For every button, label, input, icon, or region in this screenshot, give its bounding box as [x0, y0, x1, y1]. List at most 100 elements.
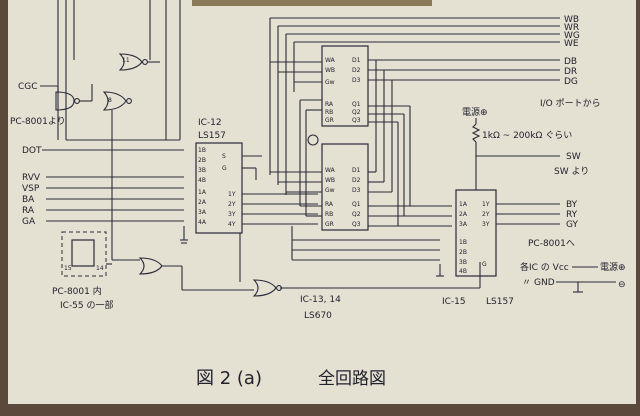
svg-text:1B: 1B: [459, 239, 467, 246]
svg-text:S: S: [222, 153, 226, 160]
or-gate-1: [102, 91, 127, 111]
wg-label: WG: [564, 31, 580, 41]
ic-55-ff-box: [71, 239, 95, 267]
pc-to-label: PC-8001へ: [528, 239, 575, 249]
io-port-label: I/O ポートから: [540, 98, 601, 109]
svg-text:3Y: 3Y: [228, 211, 236, 218]
resistor-sw-group: 電源⊕ 1kΩ ~ 200kΩ ぐらい SW SW より I/O ポートから: [462, 98, 601, 190]
power-plus-label: 電源⊕: [600, 262, 626, 273]
ry-label: RY: [566, 210, 578, 220]
ic-12-name: IC-12: [198, 118, 222, 128]
svg-text:RB: RB: [325, 211, 333, 218]
svg-text:1B: 1B: [198, 147, 206, 154]
db-label: DB: [564, 57, 577, 67]
nand-gate-1: [55, 91, 75, 111]
ic-55-dashed-box: [61, 231, 107, 277]
svg-text:14: 14: [96, 265, 104, 272]
svg-text:4A: 4A: [198, 219, 207, 226]
svg-text:2B: 2B: [459, 249, 467, 256]
we-label: WE: [564, 39, 579, 49]
svg-text:Q3: Q3: [352, 117, 361, 124]
gnd-label: GND: [534, 278, 555, 288]
vsp-label: VSP: [22, 184, 40, 194]
or-gate-2: [118, 53, 143, 71]
sw-label: SW: [566, 152, 581, 162]
tape-strip: [192, 0, 432, 6]
svg-text:Q1: Q1: [352, 201, 361, 208]
ic-12-chip: IC-12 LS157 1B 2B 3B 4B 1A 2A 3A 4A S G …: [180, 118, 318, 282]
ic-15-part: LS157: [486, 297, 514, 307]
cgc-label: CGC: [18, 82, 38, 92]
svg-text:Gw: Gw: [325, 187, 335, 194]
svg-text:Q3: Q3: [352, 221, 361, 228]
svg-text:1A: 1A: [198, 189, 207, 196]
ic-13-body: [321, 45, 369, 127]
svg-text:3B: 3B: [459, 259, 467, 266]
power-label: 電源⊕: [462, 107, 488, 118]
svg-text:WB: WB: [325, 67, 335, 74]
svg-text:11: 11: [122, 57, 130, 64]
rvv-label: RVV: [22, 173, 41, 183]
ic-55-line1: PC-8001 内: [52, 285, 102, 297]
svg-text:Q2: Q2: [352, 211, 361, 218]
svg-text:3Y: 3Y: [482, 221, 490, 228]
svg-text:15: 15: [64, 265, 72, 272]
svg-text:WB: WB: [325, 177, 335, 184]
ic-12-body: [195, 142, 243, 234]
svg-text:Gw: Gw: [325, 79, 335, 86]
top-bus-wires: [269, 17, 560, 289]
ra-label: RA: [22, 206, 35, 216]
ic-13-14-chips: IC-13, 14 LS670 WA WB Gw RA RB GR D1 D2 …: [300, 45, 369, 321]
logic-gates: 8 11: [55, 53, 282, 297]
power-notes: 各IC の Vcc 電源⊕ 〃 GND ⊖: [520, 261, 626, 293]
inverter-bubble: [307, 134, 319, 146]
svg-text:3B: 3B: [198, 167, 206, 174]
svg-text:RA: RA: [325, 201, 334, 208]
or-gate-3: [138, 257, 163, 275]
or-gate-4: [252, 279, 277, 297]
figure-caption: 図 2 (a) 全回路図: [196, 368, 386, 389]
svg-text:D2: D2: [352, 67, 361, 74]
ic-55-inset: 15 14 PC-8001 内 IC-55 の一部: [52, 231, 114, 311]
svg-text:4B: 4B: [198, 177, 206, 184]
ba-label: BA: [22, 195, 35, 205]
svg-text:2Y: 2Y: [482, 211, 490, 218]
svg-text:WA: WA: [325, 57, 336, 64]
ic-15-chip: IC-15 LS157 1A 2A 3A 1B 2B 3B 4B 1Y 2Y 3…: [436, 189, 560, 307]
sw-from-label: SW より: [554, 166, 589, 177]
ga-label: GA: [22, 217, 36, 227]
svg-text:4Y: 4Y: [228, 221, 236, 228]
left-bus-wires: [57, 0, 181, 260]
gy-label: GY: [566, 220, 579, 230]
ic-13-14-part: LS670: [304, 311, 332, 321]
wb-label: WB: [564, 15, 579, 25]
svg-text:Q1: Q1: [352, 101, 361, 108]
svg-text:GR: GR: [325, 117, 334, 124]
svg-text:RB: RB: [325, 109, 333, 116]
svg-text:2A: 2A: [459, 211, 468, 218]
by-label: BY: [566, 200, 578, 210]
svg-text:WA: WA: [325, 167, 336, 174]
dg-label: DG: [564, 77, 578, 87]
svg-text:G: G: [482, 261, 487, 268]
ic-15-name: IC-15: [442, 297, 466, 307]
left-inputs: CGC PC-8001より DOT RVV VSP BA RA GA: [10, 82, 184, 227]
wr-label: WR: [564, 23, 579, 33]
svg-text:2B: 2B: [198, 157, 206, 164]
svg-text:Q2: Q2: [352, 109, 361, 116]
svg-text:3A: 3A: [459, 221, 468, 228]
resistor-label: 1kΩ ~ 200kΩ ぐらい: [482, 130, 572, 141]
svg-text:1A: 1A: [459, 201, 468, 208]
svg-text:D3: D3: [352, 77, 361, 84]
figure-number: 図 2 (a): [196, 368, 262, 389]
svg-text:8: 8: [108, 97, 112, 104]
svg-text:3A: 3A: [198, 209, 207, 216]
svg-text:1Y: 1Y: [482, 201, 490, 208]
figure-title: 全回路図: [318, 369, 386, 389]
svg-text:D3: D3: [352, 187, 361, 194]
pc-from-label: PC-8001より: [10, 116, 66, 127]
svg-text:1Y: 1Y: [228, 191, 236, 198]
vcc-note: 各IC の Vcc: [520, 261, 569, 273]
ic-13-14-name: IC-13, 14: [300, 295, 341, 305]
ic-55-line2: IC-55 の一部: [60, 299, 114, 311]
